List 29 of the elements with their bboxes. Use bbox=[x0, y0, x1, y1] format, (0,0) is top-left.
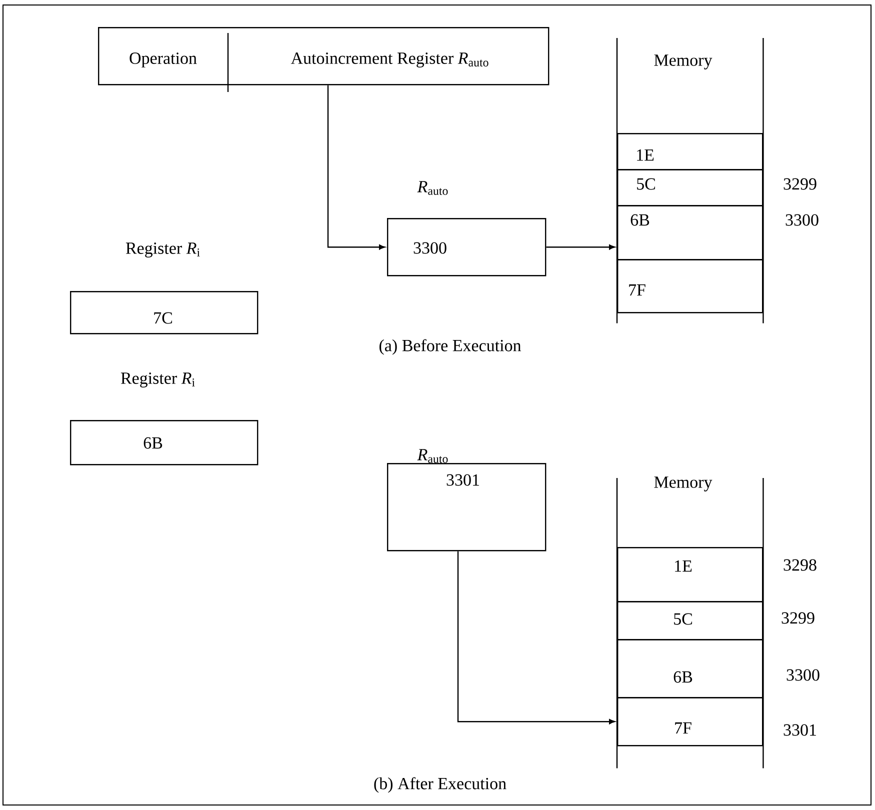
memory-cell: 6B bbox=[617, 205, 764, 260]
register-name: R$_{auto}$ bbox=[417, 181, 448, 195]
memory-address: 3298 bbox=[784, 559, 816, 571]
arrow bbox=[546, 244, 616, 250]
memory-heading: Memory bbox=[654, 476, 712, 492]
arrow bbox=[457, 551, 616, 724]
caption: (b) After Execution bbox=[374, 777, 506, 793]
register-name: Register R$_{i}$ bbox=[120, 372, 195, 388]
memory-heading: Memory bbox=[654, 54, 712, 70]
arrow bbox=[327, 85, 386, 250]
memory-cell: 1E bbox=[617, 547, 764, 602]
register-box: 3301 bbox=[387, 463, 546, 552]
memory-address: 3299 bbox=[782, 612, 814, 624]
memory-cell: 5C bbox=[617, 169, 764, 206]
register-box: 3300 bbox=[387, 218, 546, 276]
memory-cell: 7F bbox=[617, 697, 764, 746]
memory-address: 3300 bbox=[786, 214, 818, 226]
memory-cell: 5C bbox=[617, 601, 764, 640]
memory-address: 3299 bbox=[784, 178, 816, 190]
memory-cell: 1E bbox=[617, 133, 764, 170]
register-box: 7C bbox=[70, 291, 258, 334]
memory-cell: 7F bbox=[617, 259, 764, 314]
register-name: Register R$_{i}$ bbox=[126, 242, 200, 258]
register-box: 6B bbox=[70, 420, 258, 466]
caption: (a) Before Execution bbox=[380, 339, 522, 355]
memory-address: 3301 bbox=[784, 724, 816, 736]
register-name: R$_{auto}$ bbox=[417, 449, 448, 463]
memory-cell: 6B bbox=[617, 639, 764, 698]
memory-address: 3300 bbox=[786, 669, 820, 681]
